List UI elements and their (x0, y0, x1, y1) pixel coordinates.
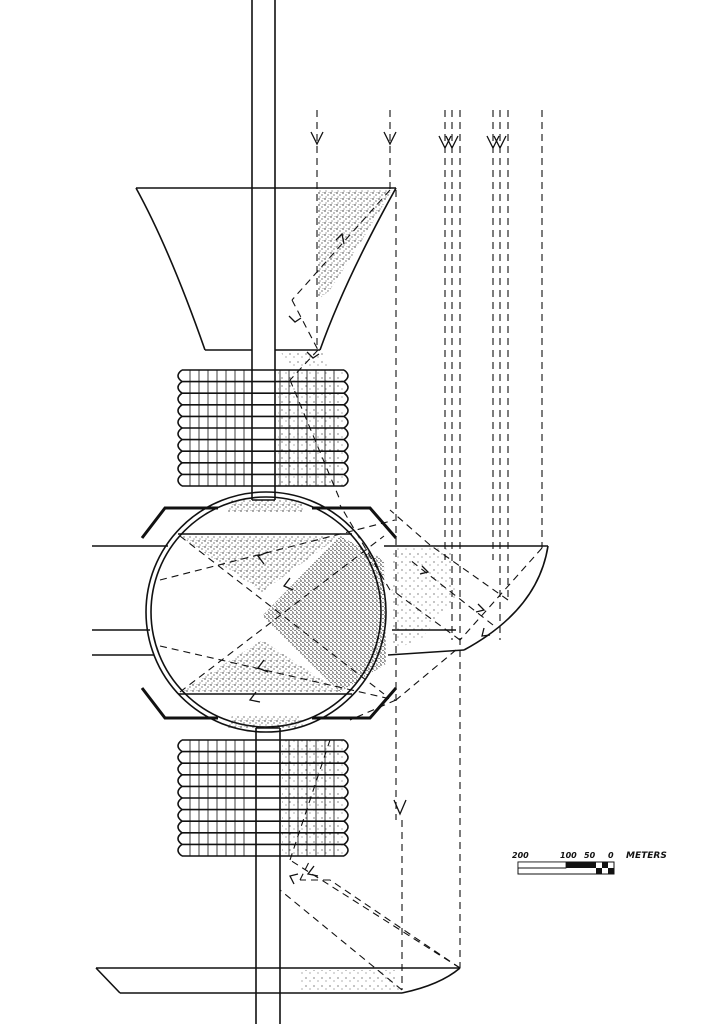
scale-tick-0: 0 (608, 851, 614, 860)
scale-tick-50: 50 (584, 851, 596, 860)
radiation-shield-brackets (140, 506, 398, 720)
bottom-mirror (95, 967, 461, 994)
scale-tick-100: 100 (560, 851, 577, 860)
left-struts (92, 545, 168, 656)
scale-tick-200: 200 (512, 851, 529, 860)
top-funnel-mirror (135, 187, 397, 370)
scale-bar: 200 100 50 0 METERS (512, 851, 667, 875)
scale-unit-label: METERS (626, 851, 667, 861)
sunlight-rays (279, 110, 543, 991)
upper-agricultural-rings (177, 369, 349, 487)
lower-agricultural-rings (177, 739, 349, 857)
habitat-sphere (145, 491, 396, 733)
right-main-mirror (384, 545, 549, 656)
